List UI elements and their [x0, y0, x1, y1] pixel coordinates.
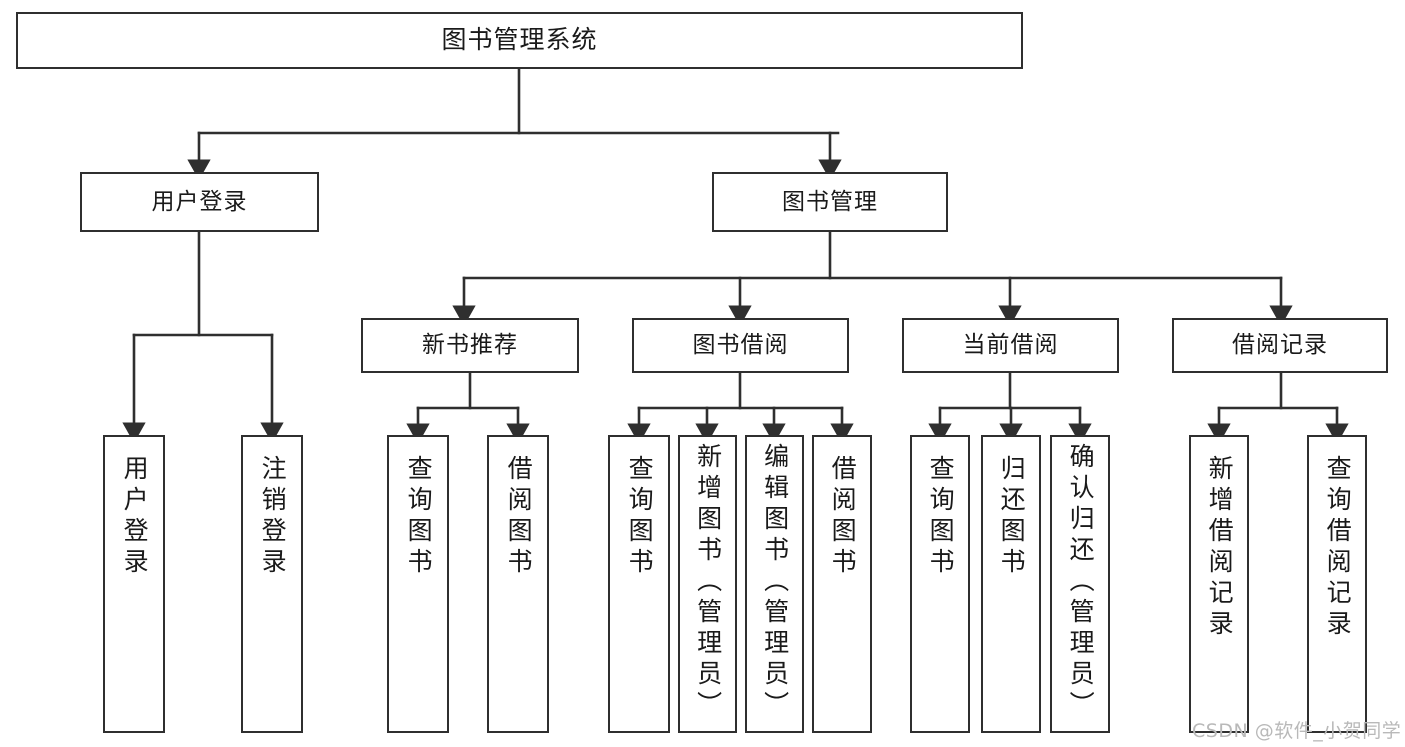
- leaf-edit-book[interactable]: 编辑图书（管理员）: [745, 435, 804, 733]
- leaf-confirm-return[interactable]: 确认归还（管理员）: [1050, 435, 1110, 733]
- leaf-return-book-label: 归还图书: [997, 455, 1027, 579]
- node-new-book-rec[interactable]: 新书推荐: [361, 318, 579, 373]
- leaf-return-book[interactable]: 归还图书: [981, 435, 1041, 733]
- leaf-query-book-1-label: 查询图书: [404, 455, 434, 579]
- leaf-borrow-book-2[interactable]: 借阅图书: [812, 435, 872, 733]
- node-root[interactable]: 图书管理系统: [16, 12, 1023, 69]
- leaf-query-record[interactable]: 查询借阅记录: [1307, 435, 1367, 733]
- csdn-watermark: CSDN @软件_小贺同学: [1192, 720, 1402, 742]
- leaf-query-book-2-label: 查询图书: [625, 455, 655, 579]
- leaf-borrow-book-2-label: 借阅图书: [828, 455, 858, 579]
- leaf-add-record[interactable]: 新增借阅记录: [1189, 435, 1249, 733]
- node-book-manage-label: 图书管理: [782, 188, 878, 215]
- leaf-query-book-3-label: 查询图书: [926, 455, 956, 579]
- leaf-add-book-label: 新增图书（管理员）: [693, 443, 723, 722]
- leaf-borrow-book-1-label: 借阅图书: [504, 455, 534, 579]
- leaf-query-book-3[interactable]: 查询图书: [910, 435, 970, 733]
- leaf-add-record-label: 新增借阅记录: [1205, 455, 1235, 641]
- leaf-confirm-return-label: 确认归还（管理员）: [1066, 443, 1096, 722]
- node-new-book-rec-label: 新书推荐: [422, 332, 518, 359]
- node-book-manage[interactable]: 图书管理: [712, 172, 948, 232]
- node-root-label: 图书管理系统: [441, 25, 598, 55]
- node-book-borrow-label: 图书借阅: [692, 332, 789, 359]
- leaf-borrow-book-1[interactable]: 借阅图书: [487, 435, 549, 733]
- node-book-borrow[interactable]: 图书借阅: [632, 318, 849, 373]
- node-user-login-label: 用户登录: [151, 188, 248, 215]
- node-borrow-record-label: 借阅记录: [1232, 332, 1328, 359]
- leaf-user-login-label: 用户登录: [120, 455, 150, 579]
- leaf-user-logout[interactable]: 注销登录: [241, 435, 303, 733]
- node-current-borrow[interactable]: 当前借阅: [902, 318, 1119, 373]
- leaf-user-logout-label: 注销登录: [258, 455, 288, 579]
- node-borrow-record[interactable]: 借阅记录: [1172, 318, 1388, 373]
- leaf-add-book[interactable]: 新增图书（管理员）: [678, 435, 737, 733]
- leaf-user-login[interactable]: 用户登录: [103, 435, 165, 733]
- node-current-borrow-label: 当前借阅: [962, 332, 1059, 359]
- leaf-query-book-2[interactable]: 查询图书: [608, 435, 670, 733]
- leaf-query-book-1[interactable]: 查询图书: [387, 435, 449, 733]
- leaf-query-record-label: 查询借阅记录: [1323, 455, 1353, 641]
- node-user-login[interactable]: 用户登录: [80, 172, 319, 232]
- leaf-edit-book-label: 编辑图书（管理员）: [760, 443, 790, 722]
